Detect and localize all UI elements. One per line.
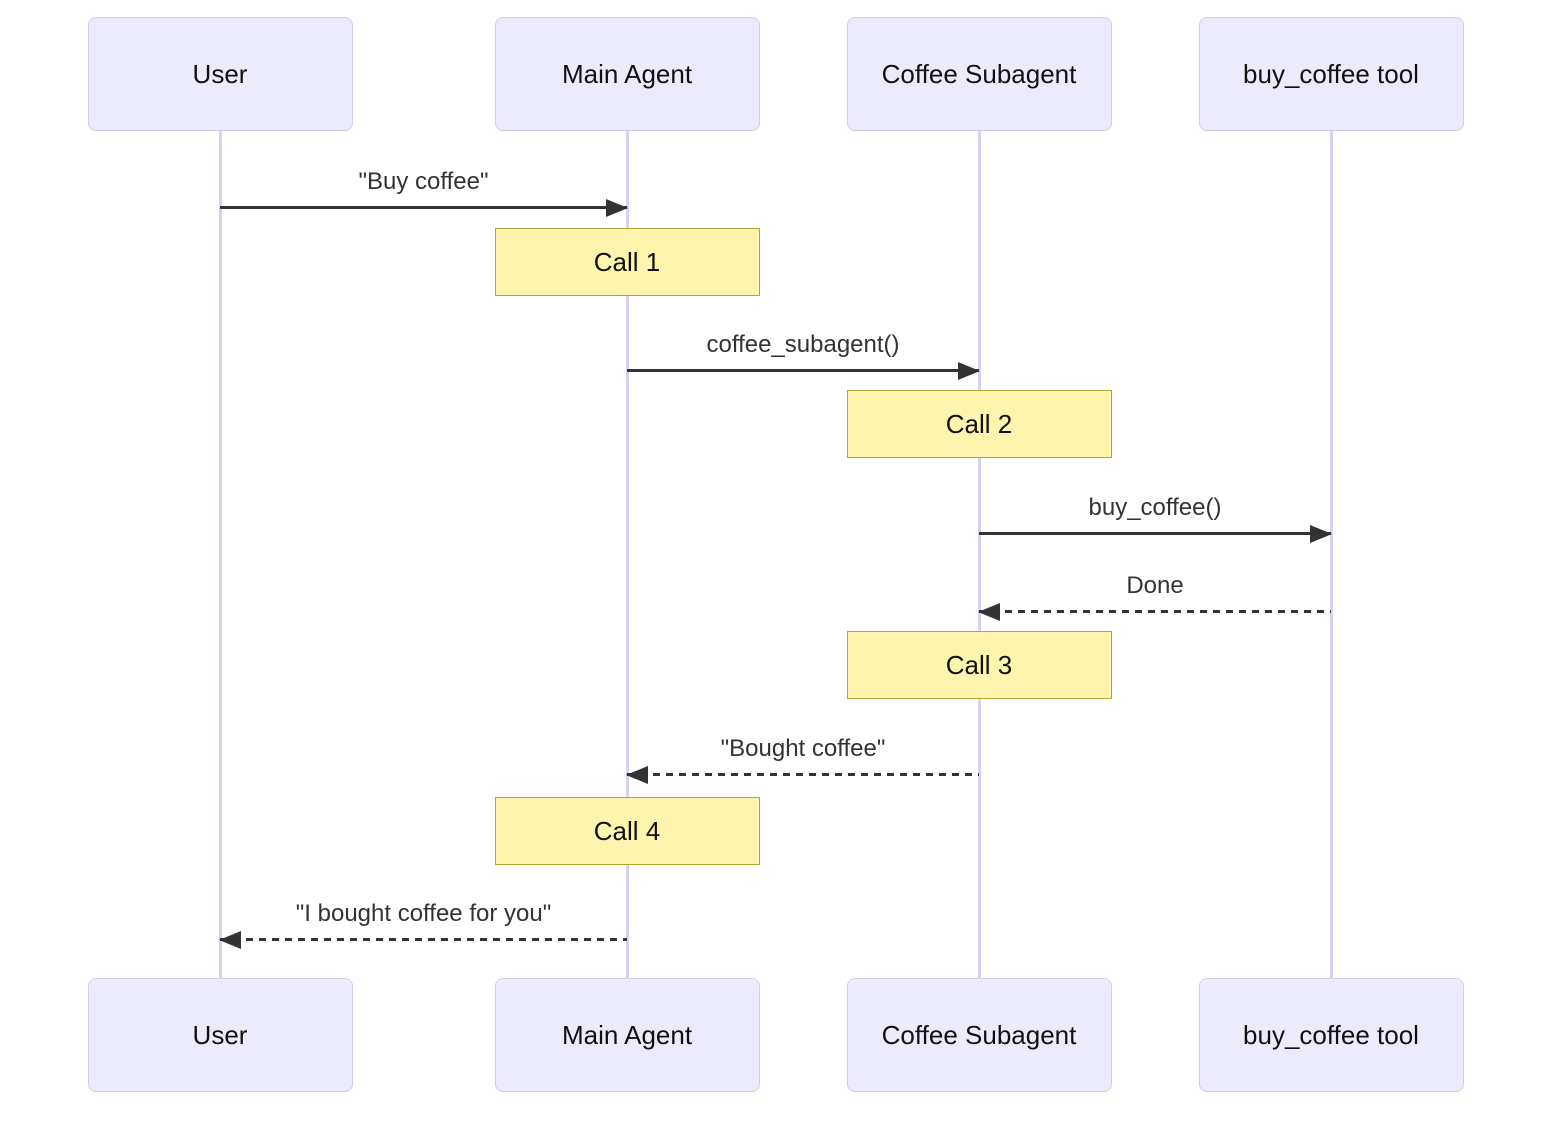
arrowhead-left: [978, 602, 1000, 621]
message-line: [220, 198, 628, 217]
actor-label: User: [192, 58, 248, 89]
actor-label: buy_coffee tool: [1243, 58, 1419, 89]
message-label: "Buy coffee": [358, 168, 489, 195]
arrowhead-left: [219, 930, 241, 949]
actor-user-bottom: User: [87, 978, 353, 1092]
lifeline-main-agent: [625, 131, 629, 978]
actor-main-agent-top: Main Agent: [494, 17, 760, 131]
message-label: buy_coffee(): [1088, 494, 1222, 521]
note-call-3: Call 3: [846, 631, 1112, 699]
actor-buy-coffee-tool-top: buy_coffee tool: [1198, 17, 1464, 131]
message-done: Done: [978, 572, 1331, 621]
message-line: [219, 930, 627, 949]
note-label: Call 4: [593, 815, 661, 846]
message-label: coffee_subagent(): [706, 331, 900, 358]
lifeline-coffee-subagent: [977, 131, 981, 978]
message-line: [626, 765, 979, 784]
lifeline-buy-coffee-tool: [1329, 131, 1333, 978]
message-label: Done: [1126, 572, 1184, 599]
note-label: Call 1: [593, 246, 661, 277]
message-label: "I bought coffee for you": [295, 900, 552, 927]
actor-label: Main Agent: [561, 1019, 693, 1050]
message-line: [979, 524, 1332, 543]
arrowhead-right: [1310, 524, 1332, 543]
actor-label: buy_coffee tool: [1243, 1019, 1419, 1050]
actor-label: Main Agent: [561, 58, 693, 89]
message-i-bought-coffee-for-you: "I bought coffee for you": [219, 900, 627, 949]
note-label: Call 2: [945, 408, 1013, 439]
actor-user-top: User: [87, 17, 353, 131]
message-coffee-subagent-call: coffee_subagent(): [627, 331, 980, 380]
actor-main-agent-bottom: Main Agent: [494, 978, 760, 1092]
arrowhead-right: [958, 361, 980, 380]
lifeline-user: [218, 131, 222, 978]
message-buy-coffee: "Buy coffee": [220, 168, 628, 217]
actor-label: Coffee Subagent: [881, 1019, 1077, 1050]
actor-buy-coffee-tool-bottom: buy_coffee tool: [1198, 978, 1464, 1092]
arrowhead-right: [606, 198, 628, 217]
message-line: [978, 602, 1331, 621]
actor-coffee-subagent-bottom: Coffee Subagent: [846, 978, 1112, 1092]
note-call-4: Call 4: [494, 797, 760, 865]
arrowhead-left: [626, 765, 648, 784]
actor-label: User: [192, 1019, 248, 1050]
message-buy-coffee-call: buy_coffee(): [979, 494, 1332, 543]
message-bought-coffee: "Bought coffee": [626, 735, 979, 784]
actor-coffee-subagent-top: Coffee Subagent: [846, 17, 1112, 131]
note-call-2: Call 2: [846, 390, 1112, 458]
message-label: "Bought coffee": [720, 735, 886, 762]
actor-label: Coffee Subagent: [881, 58, 1077, 89]
note-label: Call 3: [945, 649, 1013, 680]
message-line: [627, 361, 980, 380]
note-call-1: Call 1: [494, 228, 760, 296]
